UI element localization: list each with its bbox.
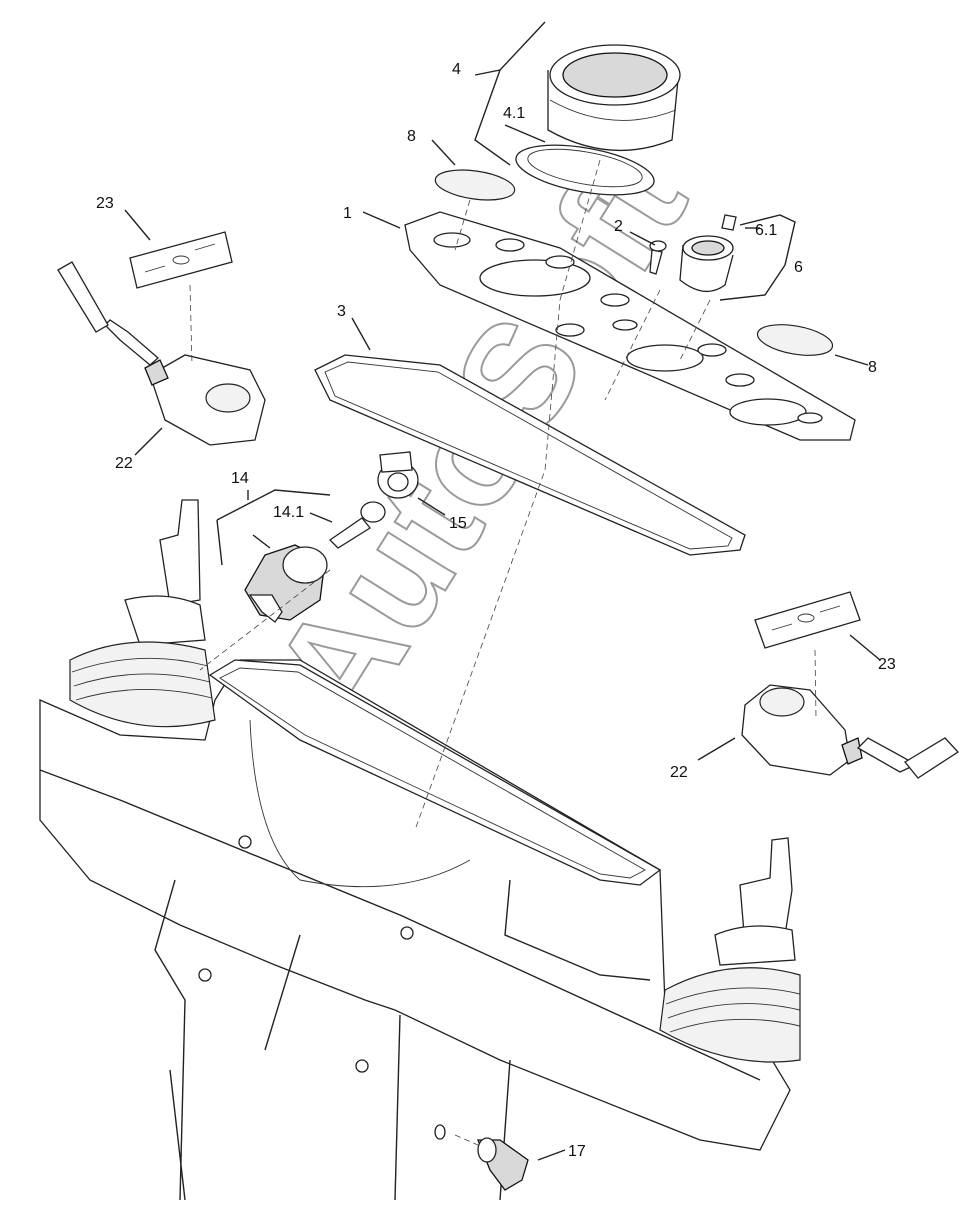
- part-15-nut: [377, 451, 419, 499]
- callout-8-top: 8: [407, 128, 416, 145]
- callout-2: 2: [614, 218, 623, 235]
- part-4-gauge: [547, 44, 681, 152]
- callout-15: 15: [449, 515, 467, 532]
- joystick-right: [659, 837, 801, 1063]
- callout-14-1: 14.1: [273, 504, 304, 521]
- leader-lines: [124, 21, 881, 1161]
- console-housing: [39, 659, 791, 1201]
- part-17-knob: [434, 1124, 529, 1191]
- callout-3: 3: [337, 303, 346, 320]
- callout-22-right: 22: [670, 764, 688, 781]
- callout-6-1: 6.1: [755, 222, 777, 239]
- callout-14: 14: [231, 470, 249, 487]
- part-6-small-gauge: [679, 235, 734, 292]
- callout-23-right: 23: [878, 656, 896, 673]
- part-4-1-ring: [515, 144, 655, 196]
- part-22-lever-left: [57, 261, 266, 446]
- alignment-lines: [189, 159, 817, 1146]
- part-3-gasket-frame: [314, 354, 746, 556]
- callout-4-1: 4.1: [503, 105, 525, 122]
- console-opening: [208, 659, 662, 886]
- part-23-decal-right: [754, 591, 861, 649]
- callout-labels: 1 2 3 4 4.1 6 6.1 8 8 14 14.1 15 17 22 2…: [96, 61, 896, 1160]
- part-22-lever-right: [741, 684, 960, 779]
- part-6-1-bulb: [721, 214, 737, 231]
- callout-23-left: 23: [96, 195, 114, 212]
- part-1-instrument-panel: [404, 211, 856, 441]
- part-14-ignition-switch: [244, 544, 328, 623]
- callout-8-right: 8: [868, 359, 877, 376]
- part-2-screw: [649, 240, 667, 275]
- callout-4: 4: [452, 61, 461, 78]
- joystick-left: [69, 499, 216, 728]
- part-14-1-key: [328, 501, 386, 549]
- part-8-plug-right: [756, 324, 834, 356]
- callout-1: 1: [343, 205, 352, 222]
- part-8-plug-top: [434, 169, 516, 201]
- callout-6: 6: [794, 259, 803, 276]
- part-23-decal-left: [129, 231, 233, 289]
- callout-22-left: 22: [115, 455, 133, 472]
- callout-17: 17: [568, 1143, 586, 1160]
